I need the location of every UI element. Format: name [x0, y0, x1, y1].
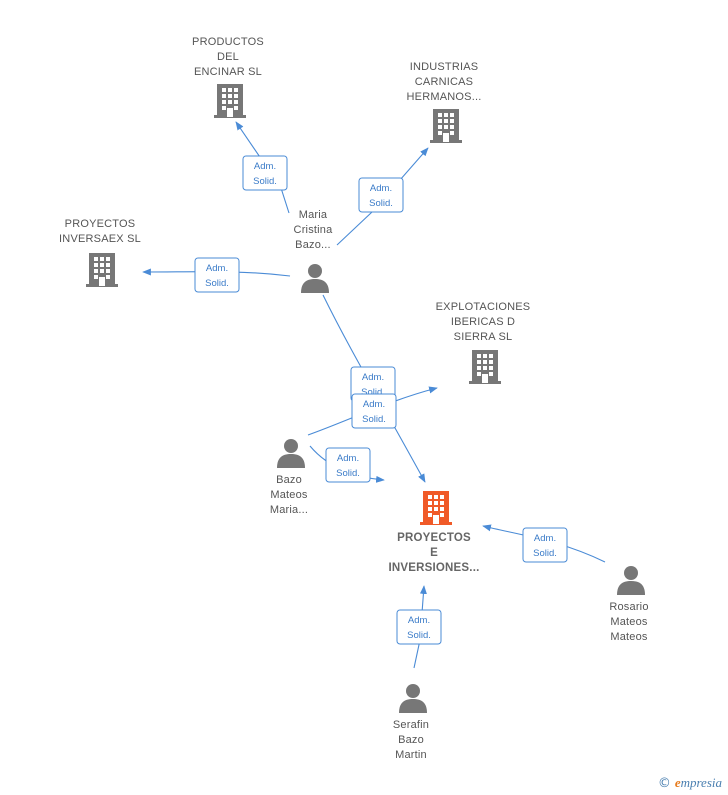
edge-label-text: Adm.: [370, 183, 392, 194]
edge-label-maria_cristina-to-industrias[interactable]: Adm. Solid.: [358, 177, 404, 213]
edge-label-text: Adm.: [206, 263, 228, 274]
node-label-line: ENCINAR SL: [194, 66, 262, 78]
edge-label-text: Adm.: [363, 399, 385, 410]
copyright-icon: ©: [657, 776, 671, 791]
edge-label-text: Adm.: [362, 372, 384, 383]
node-label-line: Maria: [299, 209, 328, 221]
node-label-line: IBERICAS D: [451, 316, 515, 328]
node-maria_cristina[interactable]: MariaCristinaBazo...: [294, 209, 334, 293]
edge-label-bazo_mateos-to-explotaciones[interactable]: Adm. Solid.: [351, 393, 397, 429]
edge-label-serafin-to-proyectos_main[interactable]: Adm. Solid.: [396, 609, 442, 645]
edge-label-text: Solid.: [205, 278, 229, 289]
person-icon: [617, 566, 645, 595]
building-icon: [214, 84, 246, 118]
edge-label-text: Adm.: [534, 533, 556, 544]
edge-label-text: Solid.: [407, 630, 431, 641]
node-label-line: Bazo: [276, 474, 302, 486]
edge-label-text: Adm.: [408, 615, 430, 626]
person-icon: [301, 264, 329, 293]
node-label-line: PROYECTOS: [397, 532, 471, 544]
node-label-line: CARNICAS: [415, 76, 473, 88]
node-proyectos_main[interactable]: PROYECTOS E INVERSIONES...: [389, 491, 480, 574]
node-label-line: PRODUCTOS: [192, 36, 264, 48]
node-inversaex[interactable]: PROYECTOS INVERSAEX SL: [59, 218, 141, 287]
edge-label-box: [351, 393, 397, 429]
node-explotaciones[interactable]: EXPLOTACIONES IBERICAS D SIERRA SL: [436, 301, 531, 384]
edge-labels-layer: Adm.Solid.Adm.Solid.Adm.Solid.Adm.Solid.…: [194, 155, 568, 645]
edge-label-maria_cristina-to-productos[interactable]: Adm. Solid.: [242, 155, 288, 191]
edge-label-maria_cristina-to-inversaex[interactable]: Adm. Solid.: [194, 257, 240, 293]
node-label-line: Martin: [395, 749, 427, 761]
person-icon: [277, 439, 305, 468]
node-label-line: DEL: [217, 51, 239, 63]
nodes-layer: PRODUCTOS DEL ENCINAR SL INDUSTRIAS CARNICAS…: [59, 36, 648, 761]
edge-label-text: Solid.: [361, 387, 385, 398]
brand-name: mpresia: [680, 775, 722, 790]
building-icon: [430, 109, 462, 143]
edge-label-text: Adm.: [254, 161, 276, 172]
edge-label-text: Solid.: [362, 414, 386, 425]
brand-initial: e: [674, 775, 681, 790]
edge-label-box: [194, 257, 240, 293]
node-label-line: Bazo: [398, 734, 424, 746]
node-label-line: PROYECTOS: [65, 218, 136, 230]
node-label-line: Bazo...: [295, 239, 331, 251]
person-icon: [399, 684, 427, 713]
edge-label-bazo_mateos-to-proyectos_main[interactable]: Adm. Solid.: [325, 447, 371, 483]
edge-label-box: [325, 447, 371, 483]
edge-label-rosario-to-proyectos_main[interactable]: Adm. Solid.: [522, 527, 568, 563]
edge-label-box: [358, 177, 404, 213]
node-label-line: INVERSIONES...: [389, 562, 480, 574]
edge-label-text: Adm.: [337, 453, 359, 464]
node-label-line: INVERSAEX SL: [59, 233, 141, 245]
building-icon: [86, 253, 118, 287]
node-label-line: Rosario: [609, 601, 648, 613]
edge-label-box: [522, 527, 568, 563]
node-label-line: Maria...: [270, 504, 308, 516]
node-productos[interactable]: PRODUCTOS DEL ENCINAR SL: [192, 36, 264, 118]
node-label-line: Mateos: [610, 631, 648, 643]
edge-label-text: Solid.: [253, 176, 277, 187]
node-label-line: Mateos: [270, 489, 308, 501]
building-icon: [420, 491, 452, 525]
edge-label-text: Solid.: [533, 548, 557, 559]
edge-label-box: [396, 609, 442, 645]
node-label-line: HERMANOS...: [407, 91, 482, 103]
node-bazo_mateos[interactable]: BazoMateosMaria...: [270, 439, 308, 516]
node-industrias[interactable]: INDUSTRIAS CARNICAS HERMANOS...: [407, 61, 482, 143]
node-label-line: EXPLOTACIONES: [436, 301, 531, 313]
node-label-line: Serafin: [393, 719, 429, 731]
node-label-line: E: [430, 547, 438, 559]
node-label-line: Cristina: [294, 224, 334, 236]
node-label-line: INDUSTRIAS: [410, 61, 479, 73]
building-icon: [469, 350, 501, 384]
node-label-line: SIERRA SL: [454, 331, 513, 343]
empresia-watermark: ©empresia: [658, 775, 722, 791]
edge-label-text: Solid.: [369, 198, 393, 209]
edge-label-text: Solid.: [336, 468, 360, 479]
node-label-line: Mateos: [610, 616, 648, 628]
edge-label-box: [242, 155, 288, 191]
